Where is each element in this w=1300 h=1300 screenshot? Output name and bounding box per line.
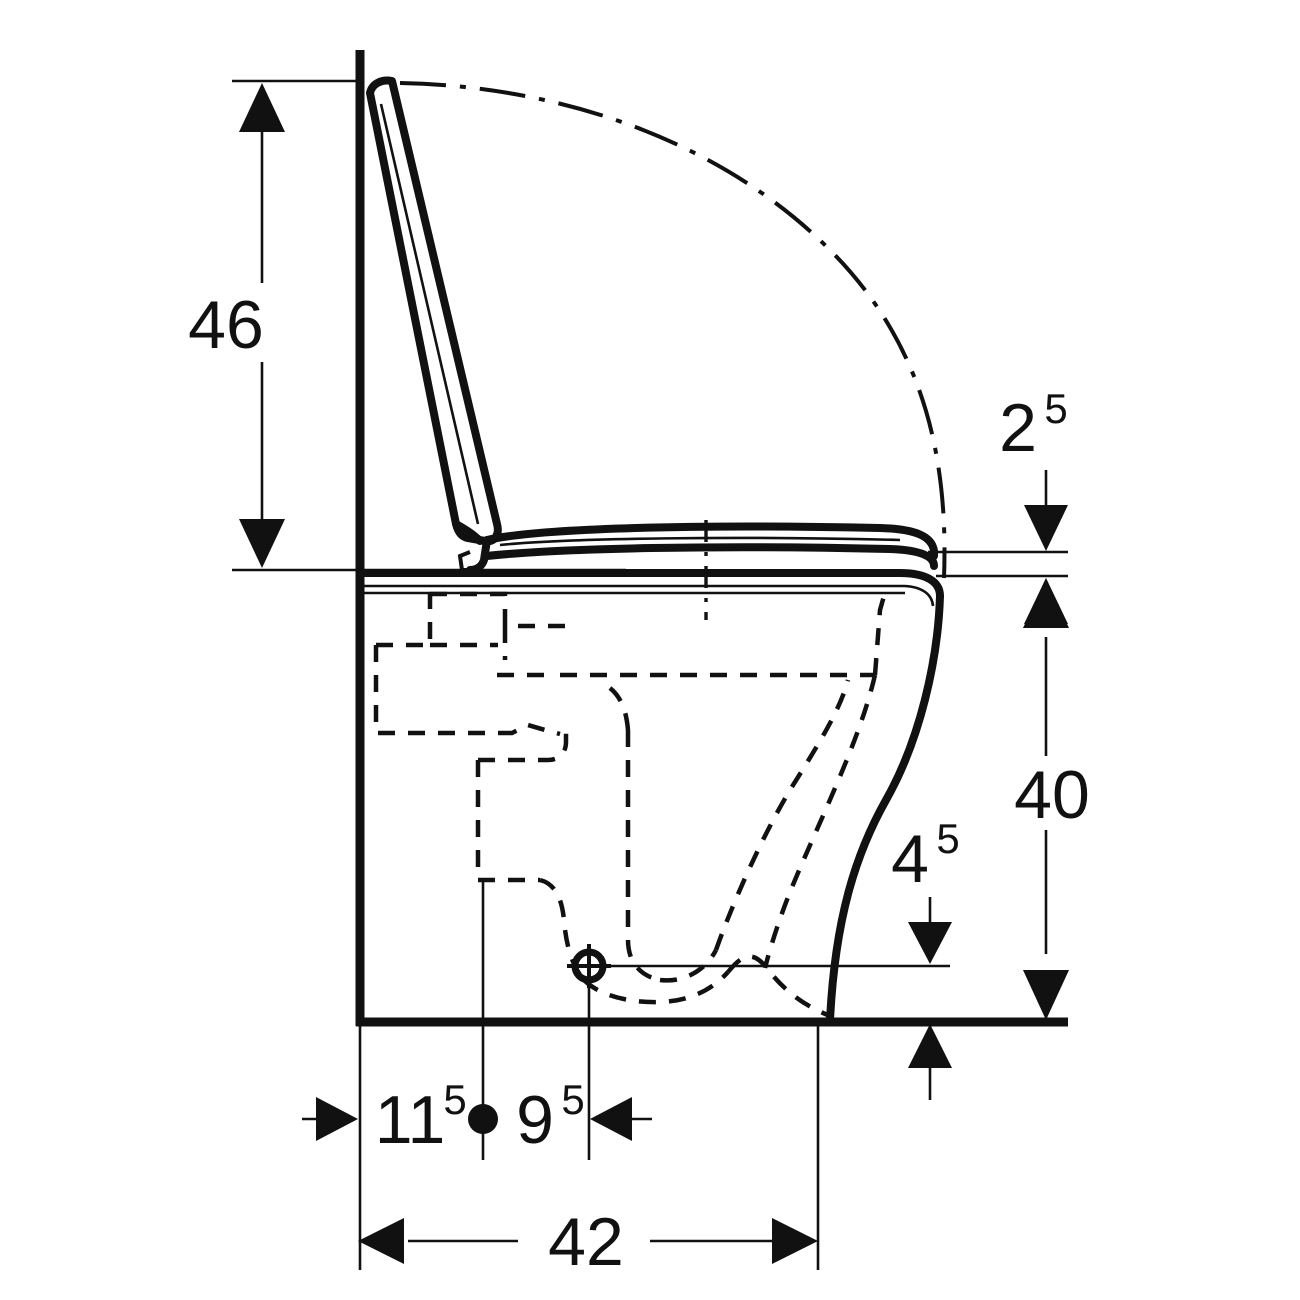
dim-40-label: 40 <box>1014 757 1090 833</box>
dim-45-superscript: 5 <box>936 815 959 862</box>
dim-95-superscript: 5 <box>561 1076 584 1123</box>
dim-42-arrow-left <box>358 1218 404 1264</box>
dim-115-label: 11 <box>375 1082 446 1158</box>
offset-axis-dot-marker <box>468 1104 498 1134</box>
dim-42-label: 42 <box>548 1204 624 1280</box>
dim-46-arrow-down <box>239 519 285 568</box>
dimension-40: 40 <box>1014 578 1090 1020</box>
dim-25-arrow-down <box>1024 505 1068 551</box>
dim-25-superscript: 5 <box>1044 385 1067 432</box>
dim-115-superscript: 5 <box>443 1076 466 1123</box>
dim-45-arrow-down <box>908 922 952 964</box>
dim-115-arrow-right <box>316 1097 358 1141</box>
dim-46-arrow-up <box>239 83 285 132</box>
dimension-46: 46 <box>188 79 626 572</box>
dim-40-arrow-down <box>1023 970 1069 1020</box>
dimension-42: 42 <box>358 1204 818 1280</box>
lid-swing-arc <box>399 81 947 579</box>
dim-45-arrow-up <box>908 1024 952 1068</box>
dim-46-label: 46 <box>188 287 264 363</box>
toilet-body-outline <box>362 591 944 1024</box>
dimension-11-5: 11 5 <box>302 1076 498 1158</box>
dim-40-arrow-up <box>1023 578 1069 628</box>
dim-95-label: 9 <box>516 1082 554 1158</box>
toilet-rim <box>358 569 944 607</box>
dim-25-label: 2 <box>999 390 1037 466</box>
dim-45-label: 4 <box>891 821 929 897</box>
dimension-4-5: 4 5 <box>600 815 960 1100</box>
dimension-9-5: 9 5 <box>516 1076 652 1158</box>
dim-95-arrow-left <box>590 1097 632 1141</box>
dim-42-arrow-right <box>772 1218 818 1264</box>
